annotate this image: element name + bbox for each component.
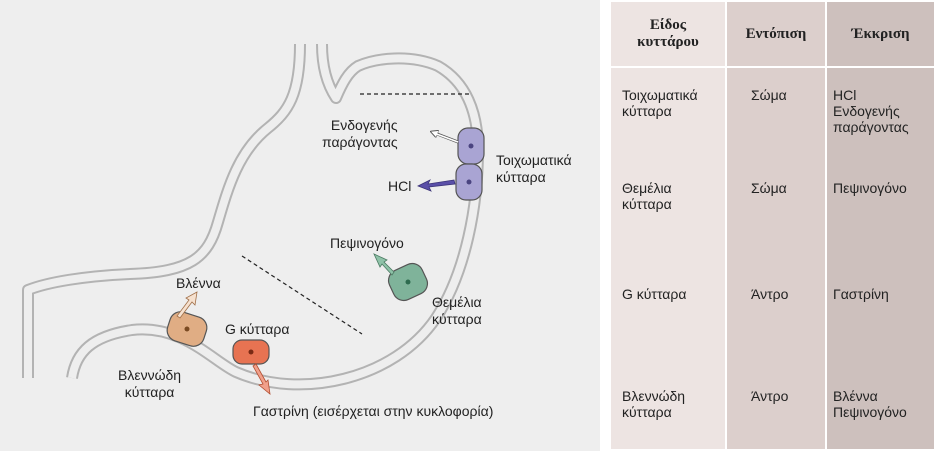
hcl-arrow [417, 179, 456, 192]
secretion-mucous: Βλέννα Πεψινογόνο [833, 388, 907, 420]
location-parietal: Σώμα [751, 87, 787, 103]
chief-cells-label: Θεμέλια κύτταρα [432, 294, 482, 327]
secretion-column: Έκκριση HCl Ενδογενής παράγοντας Πεψινογ… [827, 2, 934, 449]
cell-type-column: Είδος κυττάρου Τοιχωματικά κύτταρα Θεμέλ… [611, 2, 725, 449]
header-location: Εντόπιση [745, 25, 807, 42]
mucous-cells-label: Βλεννώδη κύτταρα [118, 367, 182, 400]
body-antrum-boundary [241, 255, 363, 335]
column-separator-2 [825, 2, 827, 449]
mucus-label: Βλέννα [176, 275, 221, 291]
location-g: Άντρο [751, 286, 789, 302]
cell-type-g: G κύτταρα [622, 286, 687, 302]
location-chief: Σώμα [751, 180, 787, 196]
header-secretion: Έκκριση [851, 25, 910, 42]
parietal-cells-label: Τοιχωματικά κύτταρα [496, 152, 572, 185]
gastrin-arrow [252, 363, 271, 395]
pepsinogen-label: Πεψινογόνο [330, 235, 404, 251]
location-column: Εντόπιση Σώμα Σώμα Άντρο Άντρο [727, 2, 825, 449]
g-cells-label: G κύτταρα [225, 321, 290, 337]
stomach-diagram: Ενδογενής παράγοντας HCl Τοιχωματικά κύτ… [0, 0, 600, 451]
gastrin-label: Γαστρίνη (εισέρχεται στην κυκλοφορία) [253, 403, 494, 419]
secretion-chief: Πεψινογόνο [833, 180, 907, 196]
cell-type-mucous: Βλεννώδη κύτταρα [622, 388, 686, 420]
secretion-parietal: HCl Ενδογενής παράγοντας [833, 87, 909, 135]
hcl-label: HCl [388, 178, 412, 194]
mucus-arrow [176, 291, 198, 319]
header-separator [611, 66, 934, 68]
secretion-g: Γαστρίνη [833, 286, 889, 302]
cell-type-parietal: Τοιχωματικά κύτταρα [622, 87, 698, 119]
cell-types-table: Είδος κυττάρου Τοιχωματικά κύτταρα Θεμέλ… [611, 2, 934, 449]
stomach-illustration [22, 43, 485, 395]
column-separator-1 [725, 2, 727, 449]
cell-type-chief: Θεμέλια κύτταρα [622, 180, 672, 212]
intrinsic-factor-label: Ενδογενής παράγοντας [322, 117, 398, 150]
header-cell-type: Είδος κυττάρου [637, 17, 699, 50]
location-mucous: Άντρο [751, 388, 789, 404]
pepsinogen-arrow [373, 253, 395, 276]
